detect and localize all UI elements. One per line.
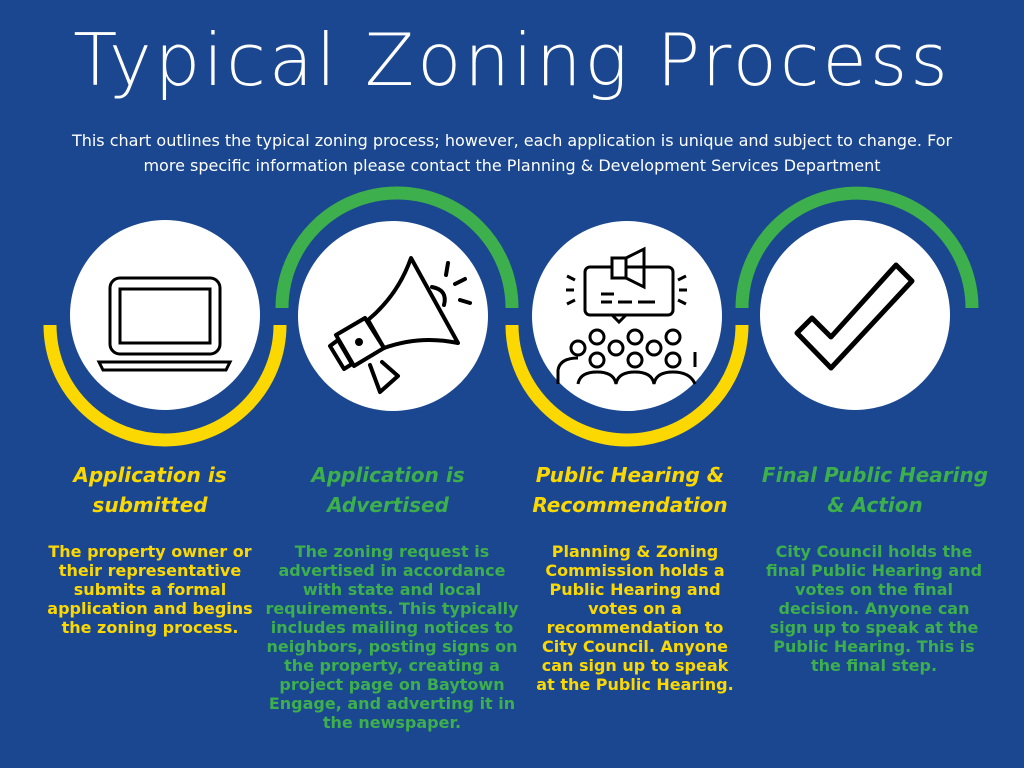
step-3-title: Public Hearing & Recommendation xyxy=(532,463,728,517)
step-2-title: Application is Advertised xyxy=(311,463,465,517)
step-2-body: The zoning request is advertised in acco… xyxy=(265,542,519,732)
step-circle-1 xyxy=(70,220,260,410)
step-4-title: Final Public Hearing & Action xyxy=(761,463,989,517)
step-1-body: The property owner or their representati… xyxy=(47,542,253,637)
megaphone-icon xyxy=(328,256,472,394)
public-meeting-icon xyxy=(556,246,697,385)
step-1-title: Application is submitted xyxy=(73,463,227,517)
step-4-body: City Council holds the final Public Hear… xyxy=(765,542,983,675)
laptop-icon xyxy=(96,276,233,372)
step-circle-4 xyxy=(760,220,950,410)
checkmark-icon xyxy=(794,262,915,371)
yellow-arc-3 xyxy=(505,324,749,447)
subtitle: This chart outlines the typical zoning p… xyxy=(71,131,953,175)
step-circle-2 xyxy=(298,221,488,411)
green-arc-4 xyxy=(735,186,979,309)
green-arc-2 xyxy=(275,186,519,309)
page-title: Typical Zoning Process xyxy=(73,18,951,102)
yellow-arc-1 xyxy=(43,324,287,447)
step-3-body: Planning & Zoning Commission holds a Pub… xyxy=(536,542,734,694)
